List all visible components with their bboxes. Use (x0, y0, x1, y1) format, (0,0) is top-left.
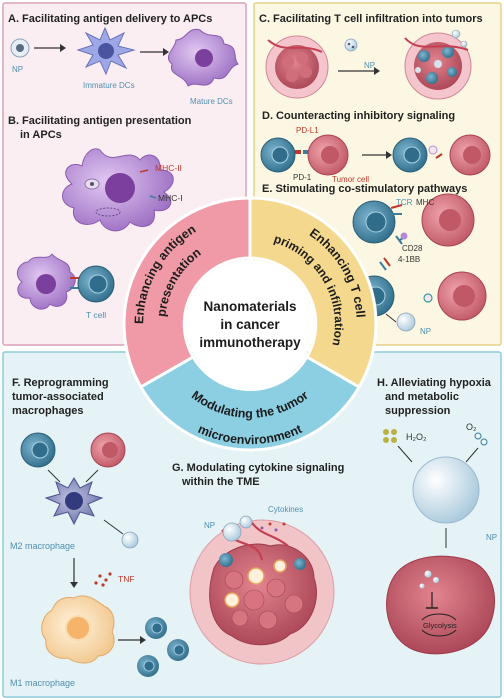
panel-h-title-line2: and metabolic (385, 391, 459, 403)
panel-f-tnf-label: TNF (118, 574, 135, 584)
panel-a-mature-label: Mature DCs (190, 97, 233, 106)
panel-g-cytokines-label: Cytokines (268, 505, 303, 514)
panel-e-41bb-label: 4-1BB (398, 255, 420, 264)
panel-e-mhc-label: MHC (416, 198, 434, 207)
panel-c-np-label: NP (364, 61, 375, 70)
panel-f-title-line2: tumor-associated (12, 391, 104, 403)
panel-h-np-label: NP (486, 533, 497, 542)
panel-f-title-line1: F. Reprogramming (12, 377, 109, 389)
center-title-line2: in cancer (220, 317, 280, 332)
panel-h-title-line1: H. Alleviating hypoxia (377, 377, 492, 389)
panel-h-title-line3: suppression (385, 405, 451, 417)
panel-e-tcr-label: TCR (396, 198, 413, 207)
panel-b-mhc1-label: MHC-I (158, 193, 183, 203)
panel-h-np-icon (413, 457, 479, 523)
panel-e-cd28-label: CD28 (402, 244, 423, 253)
tumor-before-icon (266, 36, 328, 98)
panel-d-title: D. Counteracting inhibitory signaling (262, 110, 455, 122)
panel-c-np-icon (345, 39, 357, 51)
panel-a-np (11, 39, 29, 57)
panel-h-h2o2-label: H₂O₂ (406, 432, 427, 442)
tumor-cell-metabolism-icon (387, 556, 495, 654)
panel-d-pdl1-label: PD-L1 (296, 126, 319, 135)
panel-b-mhc2-label: MHC-II (155, 163, 182, 173)
panel-e-np-label: NP (420, 327, 431, 336)
panel-g-title-line1: G. Modulating cytokine signaling (172, 462, 344, 474)
panel-g-np-label: NP (204, 521, 215, 530)
center-title-line1: Nanomaterials (203, 299, 296, 314)
panel-f-title-line3: macrophages (12, 405, 84, 417)
panel-h-glycolysis-label: Glycolysis (423, 621, 457, 630)
panel-a-immature-label: Immature DCs (83, 81, 135, 90)
panel-f-m2-label: M2 macrophage (10, 541, 75, 551)
panel-b-title-line1: B. Facilitating antigen presentation (8, 115, 192, 127)
panel-h-o2-label: O₂ (466, 422, 477, 432)
panel-d-pd1-label: PD-1 (293, 173, 312, 182)
panel-b-tcell-label: T cell (86, 310, 106, 320)
panel-g-title-line2: within the TME (181, 476, 260, 488)
panel-f-m1-label: M1 macrophage (10, 678, 75, 688)
panel-a-title: A. Facilitating antigen delivery to APCs (8, 13, 212, 25)
panel-a-np-label: NP (12, 65, 23, 74)
panel-c-title: C. Facilitating T cell infiltration into… (259, 13, 483, 25)
panel-e-title: E. Stimulating co-stimulatory pathways (262, 183, 467, 195)
panel-b-title-line2: in APCs (20, 129, 62, 141)
center-title-line3: immunotherapy (199, 335, 301, 350)
